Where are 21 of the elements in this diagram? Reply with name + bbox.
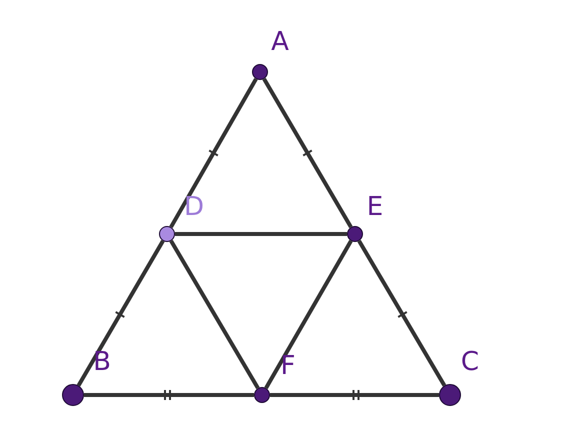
line-segment: [175, 232, 347, 236]
point-label: D: [184, 193, 204, 221]
point-label: F: [280, 352, 296, 380]
line-segment: [76, 240, 165, 387]
point-label: B: [93, 348, 111, 376]
line-segment: [169, 240, 260, 390]
point-dot: [252, 64, 268, 80]
point-label: E: [366, 193, 384, 221]
line-segment: [169, 78, 258, 228]
point-dot: [159, 226, 175, 242]
point-dot: [347, 226, 363, 242]
point-dot: [62, 384, 84, 406]
line-segment: [357, 240, 446, 387]
line-segment: [262, 78, 353, 228]
line-segment: [264, 240, 353, 390]
point-dot: [439, 384, 461, 406]
point-label: A: [271, 28, 289, 56]
point-dot: [254, 387, 270, 403]
point-label: C: [460, 348, 480, 376]
line-segment: [84, 393, 254, 397]
line-segment: [270, 393, 439, 397]
